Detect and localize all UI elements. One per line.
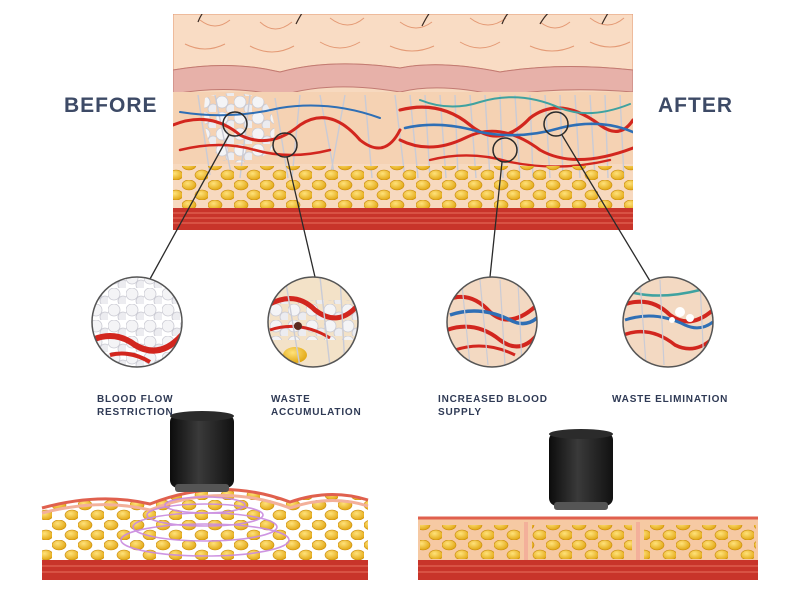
caption-line: WASTE ELIMINATION [612,394,729,405]
applicator-left [170,411,234,492]
caption-blood-flow-restriction: BLOOD FLOW RESTRICTION [97,393,227,419]
muscle-layer [173,208,633,230]
zoom-markers [222,111,569,163]
blood-vessels [173,96,633,168]
epidermis [173,14,633,73]
caption-waste-accumulation: WASTE ACCUMULATION [271,393,401,419]
caption-increased-blood-supply: INCREASED BLOOD SUPPLY [438,393,568,419]
after-label: AFTER [658,94,733,117]
skin-cross-section [173,14,633,230]
zoom-waste-elimination [622,276,714,368]
basal-layer [173,63,633,97]
zoom-increased-blood-supply [446,276,538,368]
caption-line: ACCUMULATION [271,407,362,418]
caption-line: INCREASED BLOOD [438,394,548,405]
callout-lines [149,134,651,282]
treatment-block-before [41,488,369,580]
caption-line: SUPPLY [438,407,482,418]
zoom-waste-accumulation [267,276,359,368]
hair-strands [197,14,609,27]
before-label: BEFORE [64,94,158,117]
caption-waste-elimination: WASTE ELIMINATION [612,393,742,406]
energy-waves [120,496,290,557]
fat-layer [173,166,633,208]
caption-line: WASTE [271,394,311,405]
caption-line: BLOOD FLOW [97,394,174,405]
treatment-block-after [418,516,758,580]
zoom-blood-flow-restriction [91,276,183,368]
caption-line: RESTRICTION [97,407,174,418]
applicator-right [549,429,613,510]
